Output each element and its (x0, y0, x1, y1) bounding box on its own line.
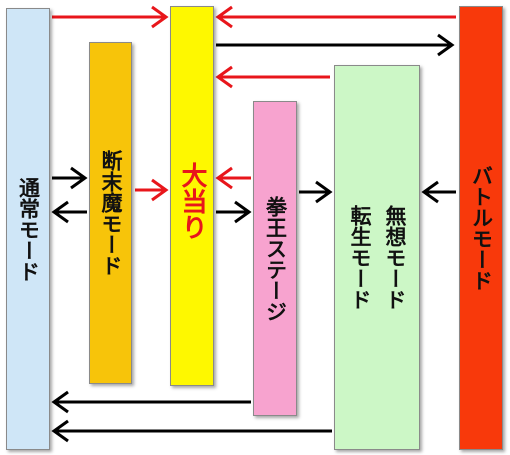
muso-tensei-mode-box: 無想モード 転生モード (334, 65, 420, 450)
tensei-mode-label: 転生モード (348, 205, 372, 310)
arrow-tsujo-to-danmatsuma (52, 166, 88, 190)
battle-mode-label: バトルモード (469, 165, 494, 291)
kenoh-stage-label: 拳王ステージ (263, 195, 288, 322)
muso-mode-label: 無想モード (383, 205, 407, 310)
arrow-kenoh-to-ooatari (215, 166, 251, 190)
ooatari-label: 大当り (177, 162, 207, 240)
arrow-battle-to-ooatari (215, 5, 456, 29)
tsujo-mode-label: 通常モード (16, 176, 41, 282)
kenoh-stage-box: 拳王ステージ (253, 101, 297, 416)
arrow-kenoh-to-tsujo (51, 390, 251, 414)
arrow-danmatsuma-to-tsujo (51, 200, 87, 224)
arrow-muso-to-tsujo (51, 419, 332, 443)
danmatsuma-mode-box: 断末魔モード (89, 42, 132, 384)
ooatari-box: 大当り (170, 6, 214, 386)
danmatsuma-mode-label: 断末魔モード (99, 150, 123, 276)
battle-mode-box: バトルモード (459, 6, 503, 450)
tsujo-mode-box: 通常モード (6, 8, 50, 450)
arrow-ooatari-to-kenoh (216, 200, 252, 224)
arrow-muso-to-ooatari (215, 65, 330, 89)
arrow-danmatsuma-to-ooatari (135, 178, 169, 202)
arrow-tsujo-to-ooatari (52, 5, 169, 29)
arrow-kenoh-to-muso (299, 180, 333, 204)
arrow-ooatari-to-battle (216, 33, 455, 57)
arrow-battle-to-muso (421, 180, 456, 204)
muso-tensei-labels: 無想モード 転生モード (348, 205, 407, 310)
